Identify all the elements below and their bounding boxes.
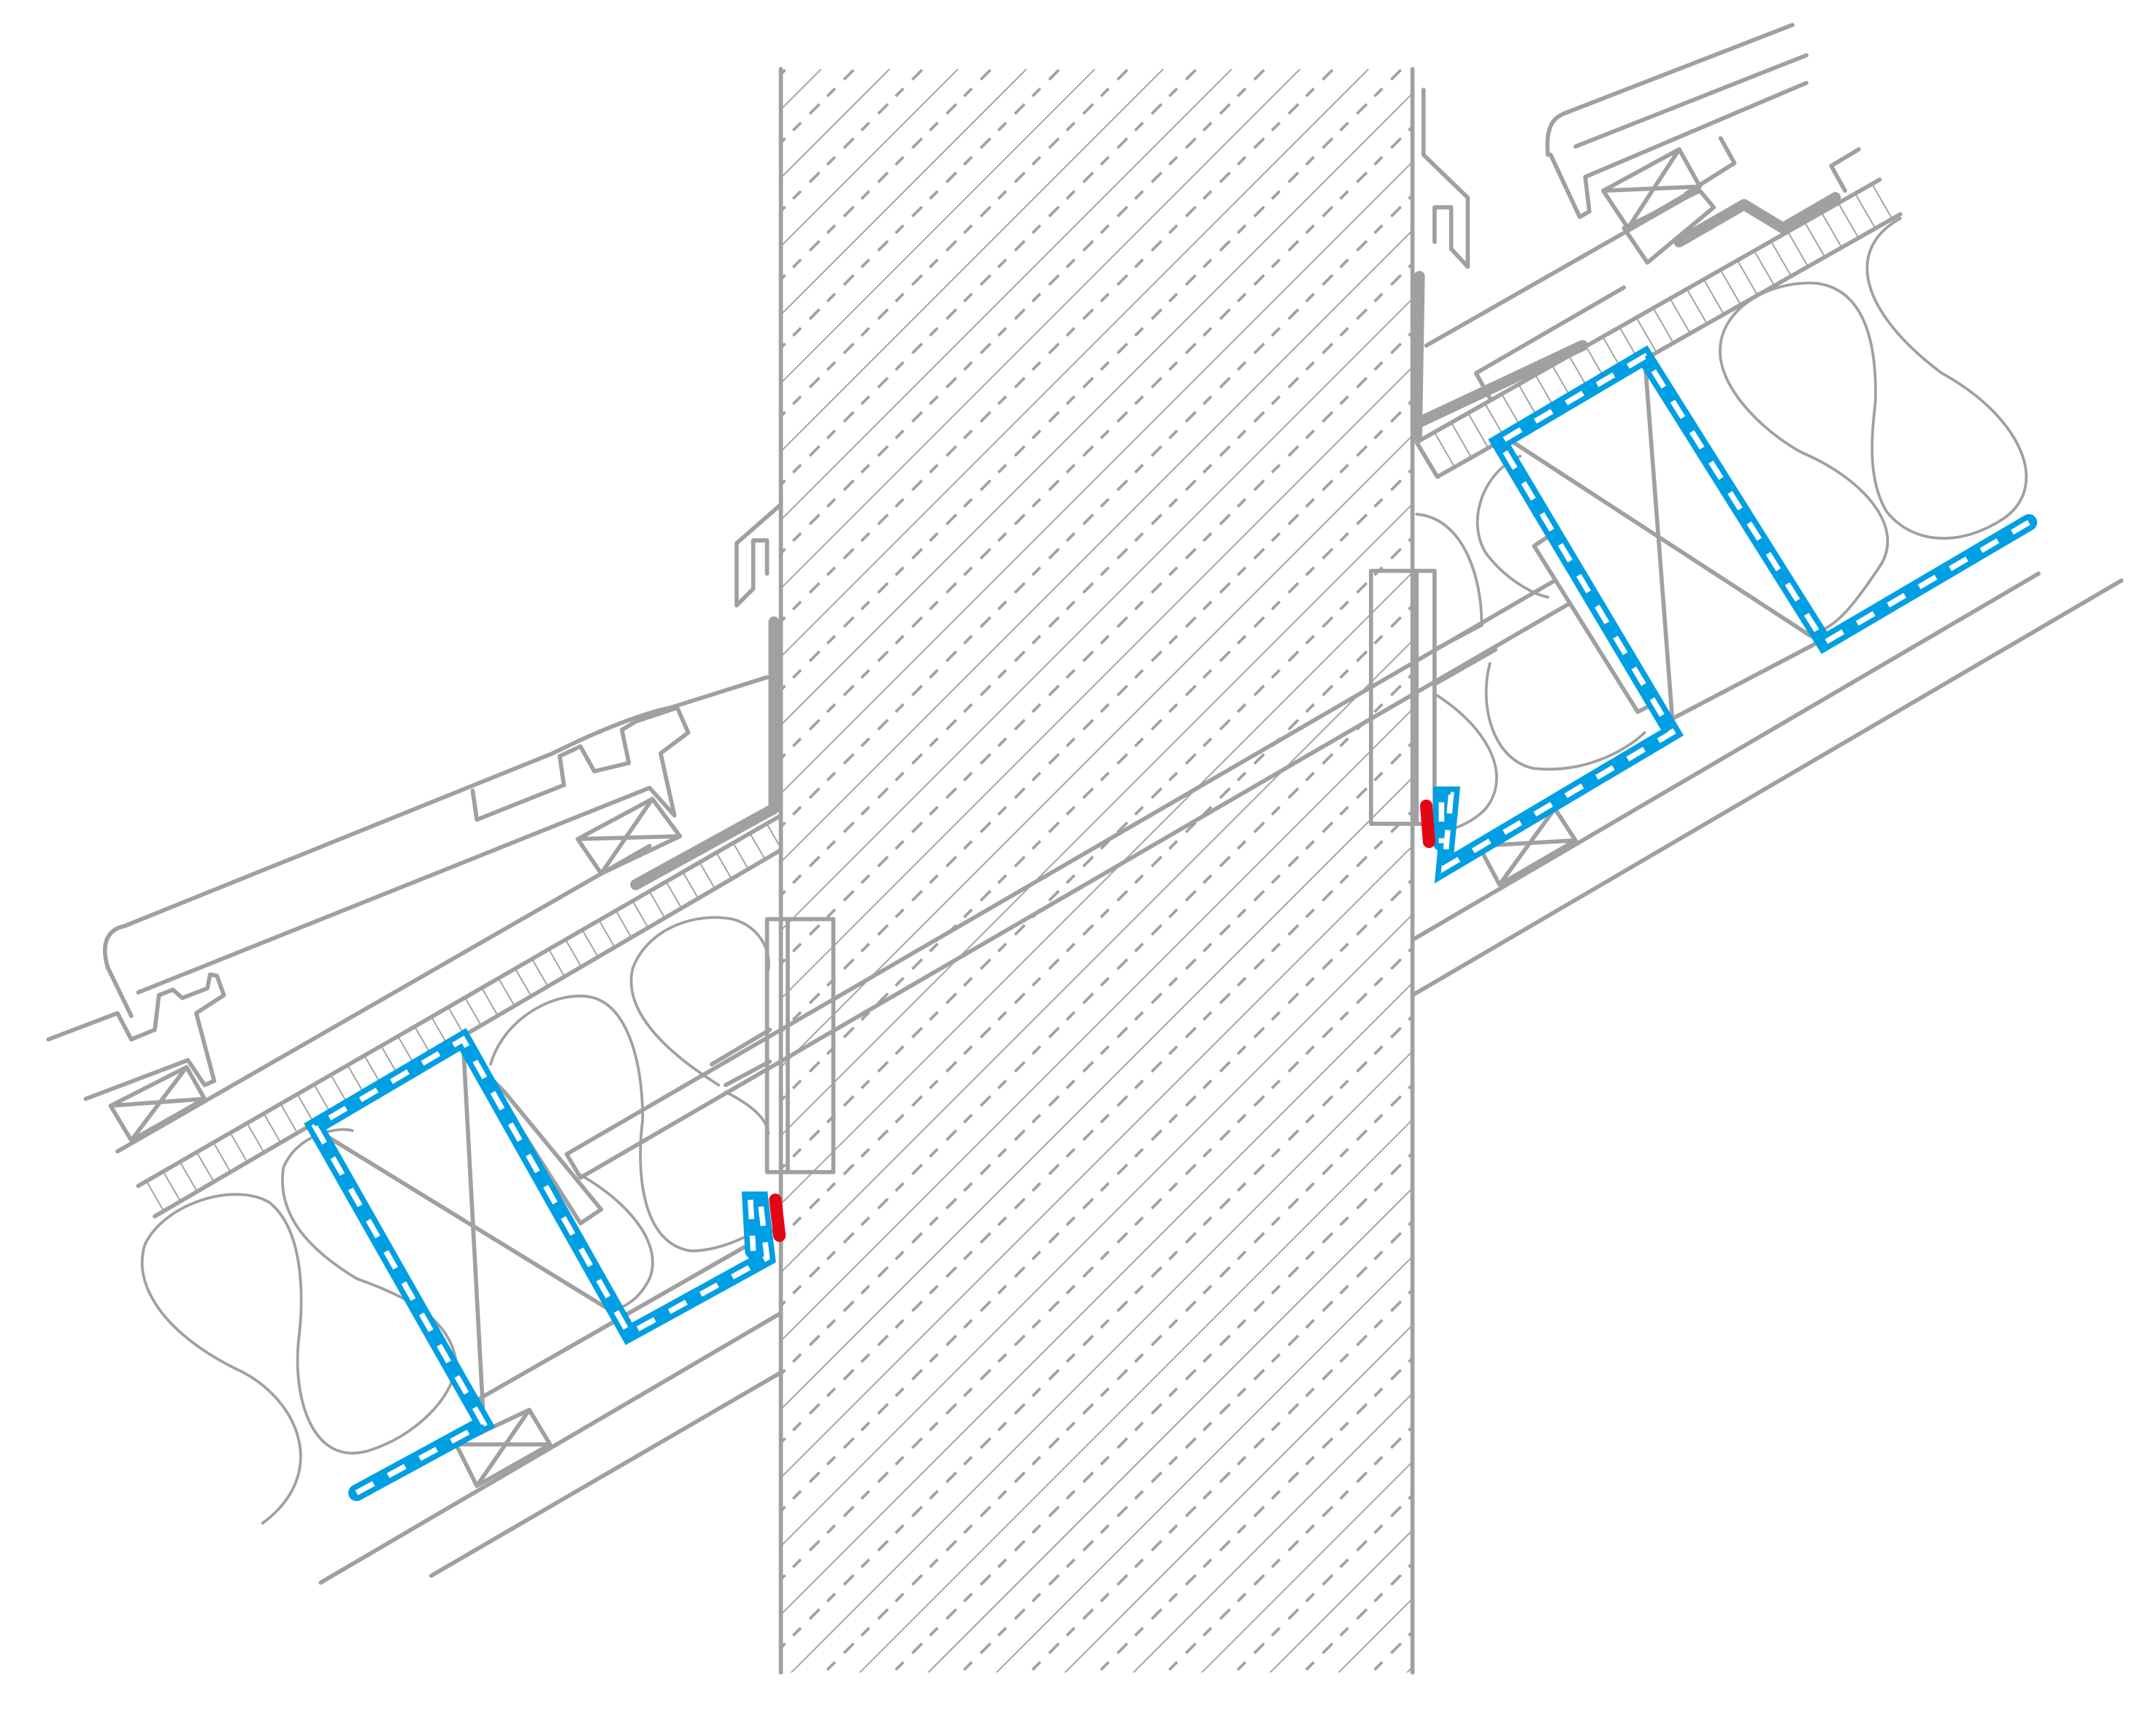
left-roof-assembly [46,502,836,1585]
right-sealant-bead [1420,799,1435,849]
sealant-beads [769,799,1435,1242]
right-roof-assembly [1368,23,2124,998]
right-membrane-profile [1432,345,2038,884]
left-sealant-bead [769,1193,786,1242]
through-beam [564,578,1571,1180]
masonry-wall [778,66,1415,1675]
left-membrane-profile [304,1028,776,1502]
